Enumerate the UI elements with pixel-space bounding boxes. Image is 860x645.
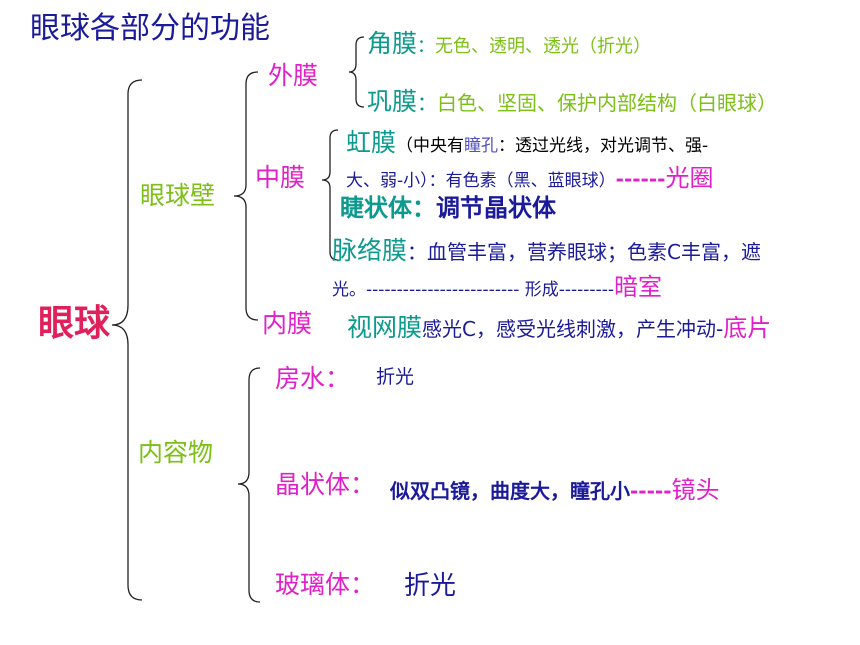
- ciliary-row: 睫状体：调节晶状体: [340, 196, 556, 220]
- aqueous-name: 房水: [275, 364, 326, 393]
- sclera-row: 巩膜：白色、坚固、保护内部结构（白眼球）: [367, 89, 777, 114]
- outer-membrane-label: 外膜: [268, 61, 319, 90]
- aqueous-desc: 折光: [376, 366, 415, 388]
- cornea-name: 角膜: [367, 29, 418, 58]
- middle-membrane-label: 中膜: [255, 163, 306, 192]
- lens-colon: ：: [350, 470, 376, 499]
- middle-brace: [321, 129, 339, 261]
- lens-row: 晶状体：: [275, 472, 375, 497]
- vitreous-desc: 折光: [404, 571, 457, 601]
- vitreous-colon: ：: [350, 570, 376, 599]
- lens-desc: 似双凸镜，曲度大，瞳孔小: [390, 479, 630, 503]
- sclera-name: 巩膜: [367, 87, 418, 116]
- iris-desc2: 大、弱-小）：有色素（黑、蓝眼球）: [346, 171, 616, 191]
- iris-analogy: 光圈: [665, 164, 714, 192]
- cornea-colon: ：: [417, 36, 436, 57]
- vitreous-row: 玻璃体：: [275, 572, 375, 597]
- ciliary-desc: 调节晶状体: [436, 194, 556, 222]
- aqueous-row: 房水：: [275, 366, 350, 391]
- choroid-row-2: 光。------------------------- 形成---------暗…: [332, 275, 662, 299]
- iris-desc1: ：透过光线，对光调节、强-: [498, 136, 709, 156]
- lens-name: 晶状体: [275, 470, 351, 499]
- cornea-row: 角膜：无色、透明、透光（折光）: [367, 31, 651, 56]
- choroid-desc2: 光。------------------------- 形成---------: [332, 280, 614, 300]
- root-label-eyeball: 眼球: [38, 303, 111, 344]
- ciliary-colon: ：: [412, 194, 436, 222]
- sclera-colon: ：: [417, 91, 438, 115]
- root-brace: [111, 79, 143, 601]
- retina-name: 视网膜: [347, 313, 423, 342]
- lens-analogy: 镜头: [671, 476, 720, 504]
- inner-membrane-label: 内膜: [262, 309, 313, 338]
- choroid-row: 脉络膜：血管丰富，营养眼球；色素C丰富，遮: [332, 238, 761, 263]
- vitreous-name: 玻璃体: [275, 570, 351, 599]
- sclera-desc: 白色、坚固、保护内部结构（白眼球）: [437, 91, 778, 115]
- aqueous-colon: ：: [325, 364, 351, 393]
- iris-row-2: 大、弱-小）：有色素（黑、蓝眼球）------光圈: [346, 166, 713, 190]
- iris-name: 虹膜: [346, 128, 397, 157]
- iris-pupil: 瞳孔: [464, 136, 499, 156]
- choroid-analogy: 暗室: [613, 273, 662, 301]
- retina-desc: 感光C，感受光线刺激，产生冲动-: [422, 317, 724, 341]
- lens-desc-row: 似双凸镜，曲度大，瞳孔小-----镜头: [390, 478, 720, 502]
- cornea-desc: 无色、透明、透光（折光）: [435, 36, 652, 57]
- eyeball-wall-label: 眼球壁: [140, 181, 216, 210]
- ciliary-name: 睫状体: [340, 194, 412, 222]
- choroid-name: 脉络膜: [332, 236, 408, 265]
- contents-label: 内容物: [138, 438, 214, 467]
- wall-brace: [233, 71, 259, 321]
- outer-brace: [348, 36, 365, 108]
- iris-open: （中央有: [396, 136, 465, 156]
- retina-row: 视网膜感光C，感受光线刺激，产生冲动-底片: [347, 315, 771, 340]
- iris-row: 虹膜（中央有瞳孔：透过光线，对光调节、强-: [346, 130, 708, 155]
- page-title: 眼球各部分的功能: [30, 11, 270, 46]
- iris-dash: ------: [615, 167, 666, 191]
- lens-dash: -----: [630, 479, 672, 503]
- contents-brace: [237, 367, 261, 603]
- choroid-desc1: ：血管丰富，营养眼球；色素C丰富，遮: [407, 240, 761, 264]
- retina-analogy: 底片: [723, 314, 772, 342]
